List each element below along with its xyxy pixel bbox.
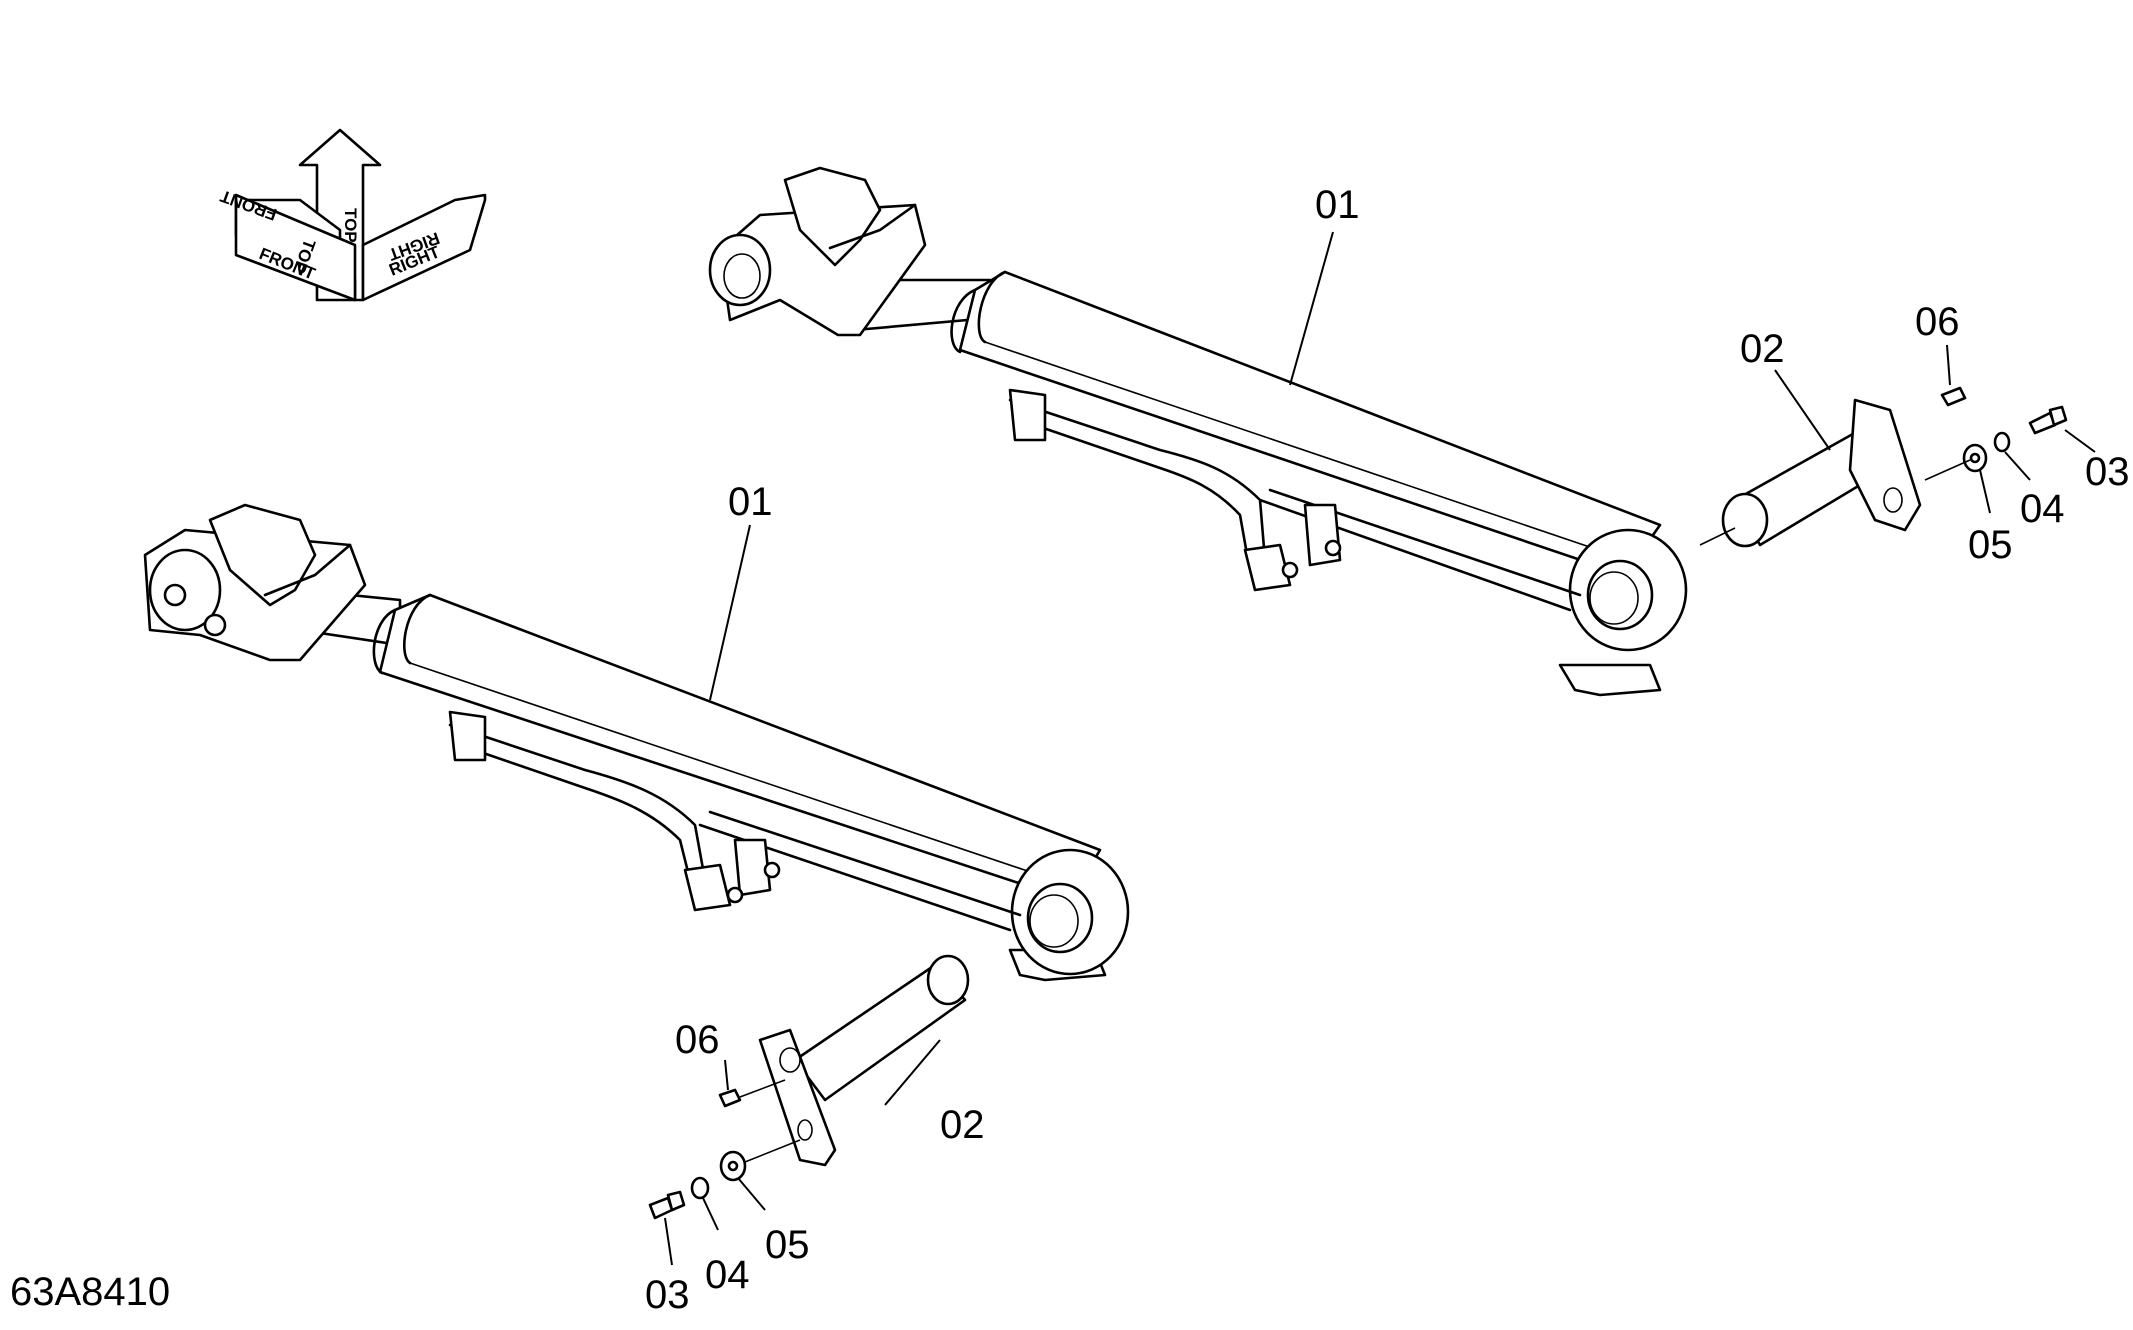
elbow-fitting-lower — [683, 863, 732, 912]
grease-fitting-upper — [1940, 386, 1967, 407]
elbow-fitting-upper — [1243, 543, 1292, 592]
pin-lower — [758, 954, 970, 1167]
callout-pin-upper: 02 — [1740, 327, 1785, 371]
pin-retainer-plate-upper — [1848, 398, 1922, 532]
callout-pin-lower: 02 — [940, 1103, 985, 1147]
bolt-upper — [2028, 405, 2068, 435]
pin-retainer-plate-lower — [758, 1028, 837, 1167]
port-fitting-lower — [733, 838, 772, 897]
callout-washer-upper: 05 — [1968, 523, 2013, 567]
orientation-indicator: TOP TOP FRONT FRONT RIGHT RIGHT — [217, 128, 487, 302]
hydraulic-tube-lower — [448, 710, 1022, 932]
callout-lockwasher-lower: 04 — [705, 1253, 750, 1297]
callout-cylinder-upper: 01 — [1315, 183, 1360, 227]
front-arrow-icon — [234, 193, 357, 302]
cap-end-eye-lower — [1008, 848, 1130, 982]
right-arrow-icon — [361, 193, 487, 302]
hydraulic-cylinder-lower — [143, 503, 1130, 982]
callout-fitting-upper: 06 — [1915, 300, 1960, 344]
lock-washer-upper — [1993, 431, 2011, 453]
washer-lower — [719, 1150, 747, 1182]
bolt-lower — [648, 1190, 686, 1220]
rod-end-clevis-lower — [143, 503, 367, 662]
drawing-code: 63A8410 — [10, 1270, 170, 1314]
lock-washer-lower — [690, 1176, 710, 1200]
hydraulic-cylinder-upper — [708, 166, 1688, 697]
callout-fitting-lower: 06 — [675, 1018, 720, 1062]
callout-cylinder-lower: 01 — [728, 480, 773, 524]
tube-clamp-lower — [448, 710, 487, 762]
callout-lockwasher-upper: 04 — [2020, 487, 2065, 531]
rod-end-clevis-upper — [708, 166, 927, 337]
callout-washer-lower: 05 — [765, 1223, 810, 1267]
grease-fitting-lower — [718, 1088, 742, 1108]
hydraulic-tube-upper — [1008, 388, 1582, 612]
callout-bolt-lower: 03 — [645, 1273, 690, 1317]
callout-bolt-upper: 03 — [2085, 450, 2130, 494]
tube-clamp-upper — [1008, 388, 1047, 442]
pin-upper — [1699, 398, 1922, 548]
leader-lines — [664, 231, 2096, 1266]
washer-upper — [1962, 443, 1988, 473]
cap-end-eye-upper — [1558, 528, 1688, 697]
orientation-top-label: TOP — [341, 208, 360, 243]
